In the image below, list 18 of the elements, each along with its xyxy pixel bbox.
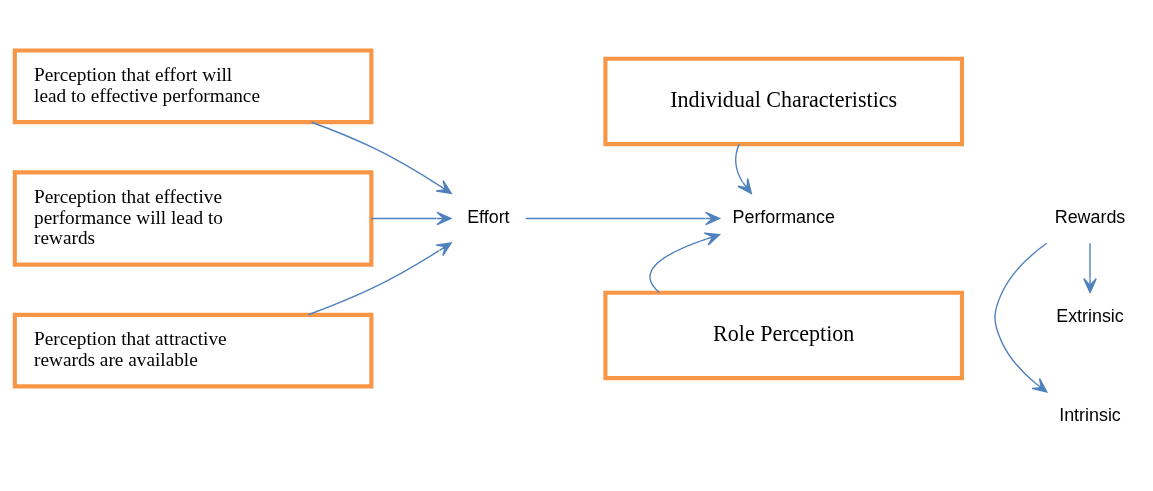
arrow xyxy=(1083,242,1097,293)
arrow xyxy=(994,242,1048,393)
node-text: Extrinsic xyxy=(1056,305,1124,326)
node-box: Perception that effective performance will lead to rewards xyxy=(12,169,374,267)
node-text: Effort xyxy=(467,206,510,227)
arrow xyxy=(649,231,721,293)
node-text: Intrinsic xyxy=(1059,404,1121,425)
node-text: Rewards xyxy=(1054,206,1126,227)
node-text: Performance xyxy=(732,206,835,227)
node-box: Individual Characteristics xyxy=(603,56,965,146)
arrow xyxy=(310,121,452,194)
node-box: Perception that attractive rewards are available xyxy=(12,312,374,388)
arrow xyxy=(524,211,721,225)
arrow xyxy=(370,211,452,225)
arrow xyxy=(307,241,452,315)
arrow xyxy=(735,142,752,194)
node-box: Role Perception xyxy=(603,290,965,380)
node-box: Perception that effort will lead to effective performance xyxy=(12,47,374,124)
